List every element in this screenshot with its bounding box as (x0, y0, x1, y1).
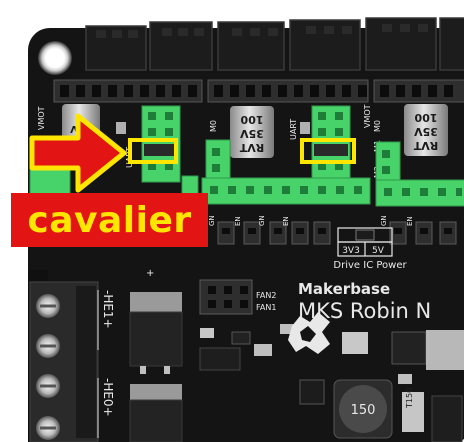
en-label-1: EN (234, 216, 242, 226)
fan2-label: FAN2 (256, 291, 276, 300)
svg-text:RVT: RVT (239, 141, 264, 154)
mosfet-he1 (129, 292, 183, 374)
gn-label-1: GN (208, 215, 216, 226)
en-label-3: EN (406, 216, 414, 226)
mks-logo (288, 312, 330, 354)
voltage-3v3-label: 3V3 (342, 246, 360, 256)
mosfet-he0 (129, 384, 183, 442)
fan-headers: FAN2 FAN1 (199, 279, 276, 315)
fan1-label: FAN1 (256, 303, 276, 312)
vmot-label-2: VMOT (363, 104, 372, 128)
capacitor-middle: RVT 35V 100 (230, 106, 274, 158)
svg-text:150: 150 (351, 403, 376, 418)
t150-label: T150 (405, 388, 414, 409)
highlight-box-2 (300, 138, 356, 164)
jumper-header-1 (141, 105, 181, 183)
svg-text:35V: 35V (414, 125, 438, 138)
en-label-2: EN (282, 216, 290, 226)
gn-label-2: GN (258, 215, 266, 226)
m0-label-1: M0 (209, 120, 218, 132)
plus-label: + (146, 268, 154, 279)
svg-text:RVT: RVT (413, 139, 438, 152)
gn-label-3: GN (380, 215, 388, 226)
svg-text:100: 100 (414, 111, 437, 124)
vmot-label: VMOT (37, 106, 46, 130)
red-arrow (29, 113, 127, 193)
inductor-150: 150 (333, 379, 393, 439)
drive-ic-power-label: Drive IC Power (333, 260, 407, 271)
highlight-box-1 (128, 138, 178, 164)
capacitor-right: RVT 35V 100 (404, 104, 448, 156)
model-label: MKS Robin N (298, 299, 431, 323)
svg-text:35V: 35V (240, 127, 264, 140)
svg-text:100: 100 (240, 113, 263, 126)
drive-ic-power-jumper: 3V3 5V Drive IC Power (333, 227, 407, 271)
he0-label: -HE0+ (101, 378, 115, 417)
jumper-header-2 (311, 105, 351, 183)
brand-label: Makerbase (298, 280, 390, 298)
terminal-screws (36, 294, 60, 440)
caption-text: cavalier (27, 199, 192, 241)
caption-box: cavalier (11, 193, 208, 247)
mounting-hole (38, 41, 72, 75)
voltage-5v-label: 5V (372, 246, 385, 256)
uart-label-2: UART (289, 119, 298, 140)
he1-label: -HE1+ (101, 290, 115, 329)
m0-label-2: M0 (373, 120, 382, 132)
